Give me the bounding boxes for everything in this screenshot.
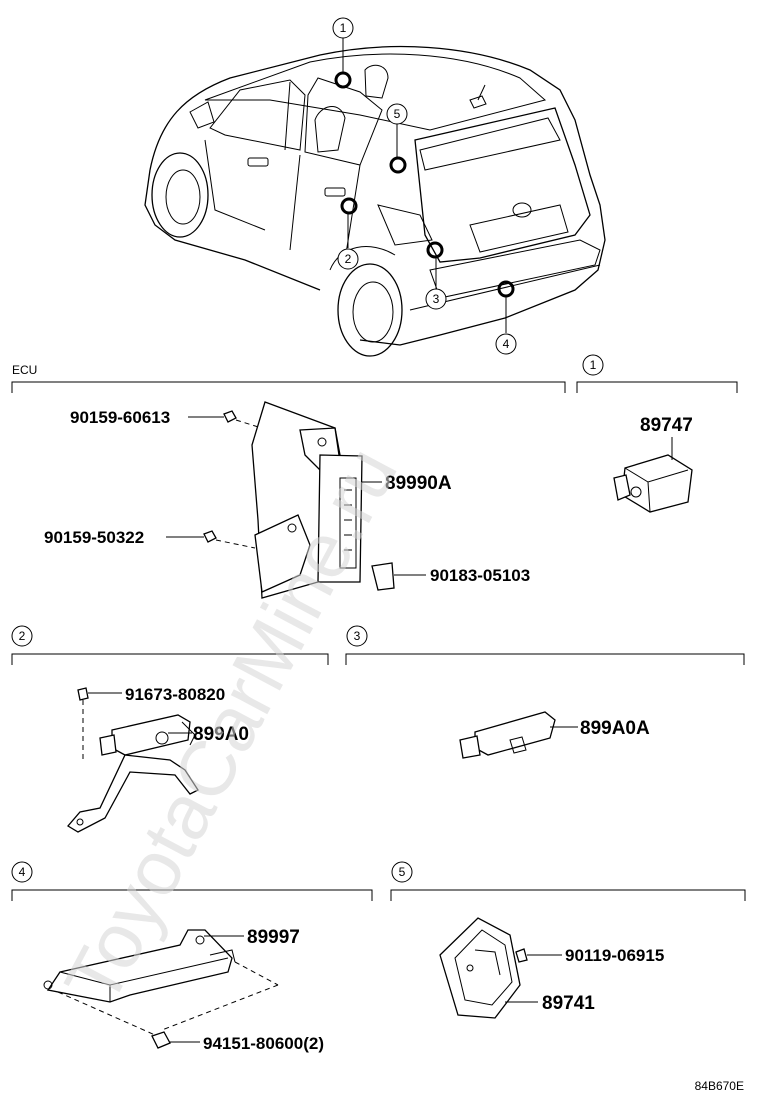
section-1: 1 89747: [576, 354, 738, 513]
antenna-with-bracket: [67, 687, 199, 833]
diagram-code: 84B670E: [695, 1079, 744, 1093]
part-number-91673-80820: 91673-80820: [125, 685, 225, 704]
part-number-89741: 89741: [542, 993, 595, 1014]
svg-text:4: 4: [503, 337, 510, 351]
svg-text:3: 3: [433, 292, 440, 306]
section-ecu-label: ECU: [12, 363, 37, 377]
part-number-899A0: 899A0: [193, 724, 249, 745]
part-number-90183-05103: 90183-05103: [430, 566, 530, 585]
section-4-callout: 4: [19, 865, 26, 879]
section-2: 2 91673-80820 899A0: [11, 625, 329, 833]
rear-antenna: [459, 711, 578, 759]
ecu-unit: [251, 401, 382, 599]
car-callout-3: 3: [425, 288, 447, 310]
bumper-antenna: [43, 929, 279, 1049]
svg-text:2: 2: [345, 252, 352, 266]
part-number-90159-50322: 90159-50322: [44, 528, 144, 547]
part-number-90119-06915: 90119-06915: [565, 946, 664, 965]
part-number-89997: 89997: [247, 927, 300, 948]
section-5-callout: 5: [399, 865, 406, 879]
car-callout-2: 2: [337, 248, 359, 270]
ecu-bolt-lower: [166, 530, 256, 549]
part-number-89990A: 89990A: [385, 473, 452, 494]
part-number-89747: 89747: [640, 415, 693, 436]
section-2-callout: 2: [19, 629, 26, 643]
part-number-94151-80600: 94151-80600(2): [203, 1034, 324, 1053]
section-ecu: ECU: [11, 363, 566, 599]
part-number-899A0A: 899A0A: [580, 718, 650, 739]
vehicle-illustration: 1 5 2 3 4: [144, 17, 606, 357]
watermark: ToyotaCarMine.ru: [47, 433, 414, 1018]
ecu-clip: [371, 562, 426, 591]
section-3: 3 899A0A: [345, 625, 745, 759]
car-callout-5: 5: [386, 103, 408, 125]
car-callout-1: 1: [332, 17, 354, 39]
sensor-module: [439, 917, 562, 1019]
svg-text:5: 5: [394, 107, 401, 121]
section-4: 4 89997 94151-80600(2): [11, 861, 373, 1053]
car-callout-4: 4: [495, 333, 517, 355]
section-5: 5 90119-06915 89741: [390, 861, 746, 1019]
svg-text:1: 1: [340, 21, 347, 35]
section-1-callout: 1: [590, 358, 597, 372]
part-number-90159-60613: 90159-60613: [70, 408, 170, 427]
section-3-callout: 3: [354, 629, 361, 643]
receiver-module: [613, 437, 693, 513]
